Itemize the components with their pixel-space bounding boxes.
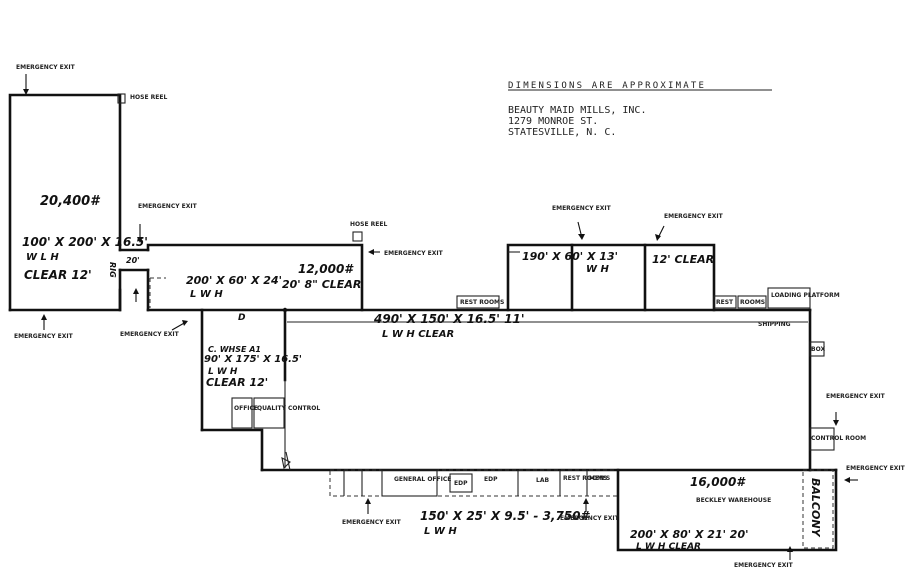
right-rest-label: REST bbox=[716, 299, 734, 306]
loading-platform-label: LOADING PLATFORM bbox=[771, 292, 840, 299]
exit-bottom-3: EMERGENCY EXIT bbox=[734, 562, 794, 569]
left-side-label: RIG bbox=[108, 262, 117, 278]
c-whse-clear: CLEAR 12' bbox=[206, 376, 268, 389]
beckley-dims-letters: L W H CLEAR bbox=[636, 542, 701, 552]
middle-building: HOSE REEL 200' X 60' X 24' L W H 12,000#… bbox=[146, 221, 387, 323]
edp1-label: EDP bbox=[454, 480, 468, 487]
bottom-offices: GENERAL OFFICE EDP EDP LAB REST ROOMS ME… bbox=[329, 469, 619, 537]
right-rooms-label: ROOMS bbox=[740, 299, 765, 306]
left-area-label: 20,400# bbox=[40, 194, 101, 209]
annex-dims-letters: W H bbox=[586, 264, 610, 275]
balcony-label: BALCONY bbox=[809, 478, 822, 538]
left-clear-label: CLEAR 12' bbox=[24, 268, 92, 282]
c-whse-dims-letters: L W H bbox=[208, 367, 238, 377]
exit-right: EMERGENCY EXIT bbox=[826, 393, 886, 400]
exit-bottom-2: EMERGENCY EXIT bbox=[560, 515, 620, 522]
left-dims-label: 100' X 200' X 16.5' bbox=[22, 235, 148, 249]
middle-hose-reel-label: HOSE REEL bbox=[350, 221, 387, 228]
left-dims-letters: W L H bbox=[26, 252, 59, 263]
company-street: 1279 MONROE ST. bbox=[508, 116, 598, 127]
exit-top-left: EMERGENCY EXIT bbox=[16, 64, 76, 71]
bottom-dims-letters: L W H bbox=[424, 526, 457, 537]
exit-middle-right: EMERGENCY EXIT bbox=[384, 250, 444, 257]
box-label: BOX bbox=[811, 346, 825, 353]
mens-label: MEN'S bbox=[589, 475, 610, 482]
middle-clear-label: 20' 8" CLEAR bbox=[282, 278, 361, 291]
general-office-label: GENERAL OFFICE bbox=[394, 476, 451, 483]
c-whse-dims: 90' X 175' X 16.5' bbox=[204, 354, 302, 365]
left-building: HOSE REEL 20,400# 100' X 200' X 16.5' W … bbox=[8, 93, 167, 312]
connector-corridor: 20' bbox=[118, 248, 166, 308]
middle-door-label: D bbox=[238, 313, 246, 323]
exit-middle-top: EMERGENCY EXIT bbox=[138, 203, 198, 210]
annex-dims-label: 190' X 60' X 13' bbox=[522, 250, 618, 263]
exit-annex-2: EMERGENCY EXIT bbox=[664, 213, 724, 220]
company-name: BEAUTY MAID MILLS, INC. bbox=[508, 105, 646, 116]
bottom-rest-rooms-label: REST ROOMS bbox=[563, 475, 607, 482]
main-rest-rooms-label: REST ROOMS bbox=[460, 299, 504, 306]
emergency-exits: EMERGENCY EXIT EMERGENCY EXIT EMERGENCY … bbox=[14, 64, 906, 569]
quality-control-label: QUALITY CONTROL bbox=[257, 405, 320, 412]
beckley-warehouse: 16,000# BECKLEY WAREHOUSE 200' X 80' X 2… bbox=[616, 468, 838, 552]
control-room-label: CONTROL ROOM bbox=[811, 435, 866, 442]
exit-left-bottom: EMERGENCY EXIT bbox=[14, 333, 74, 340]
office-label: OFFICE bbox=[234, 405, 258, 412]
c-whse-title: C. WHSE A1 bbox=[208, 345, 261, 354]
exit-far-right: EMERGENCY EXIT bbox=[846, 465, 906, 472]
middle-area-label: 12,000# bbox=[298, 262, 354, 276]
bottom-dims-label: 150' X 25' X 9.5' - 3,750# bbox=[420, 509, 591, 523]
left-hose-reel-label: HOSE REEL bbox=[130, 94, 167, 101]
edp2-label: EDP bbox=[484, 476, 498, 483]
company-city: STATESVILLE, N. C. bbox=[508, 127, 616, 138]
middle-dims-letters: L W H bbox=[190, 289, 223, 300]
main-building: 490' X 150' X 16.5' 11' L W H CLEAR SHIP… bbox=[283, 287, 866, 472]
main-dims-letters: L W H CLEAR bbox=[382, 329, 454, 340]
beckley-area-label: 16,000# bbox=[690, 475, 746, 489]
c-whse-building: C. WHSE A1 90' X 175' X 16.5' L W H CLEA… bbox=[200, 308, 812, 472]
dimensions-note: DIMENSIONS ARE APPROXIMATE bbox=[508, 81, 706, 91]
exit-annex-1: EMERGENCY EXIT bbox=[552, 205, 612, 212]
exit-bottom-1: EMERGENCY EXIT bbox=[342, 519, 402, 526]
shipping-label: SHIPPING bbox=[758, 321, 791, 328]
lab-label: LAB bbox=[536, 477, 549, 484]
beckley-dims-label: 200' X 80' X 21' 20' bbox=[630, 528, 748, 541]
upper-annex: 190' X 60' X 13' W H 12' CLEAR bbox=[506, 243, 716, 312]
annex-clear-label: 12' CLEAR bbox=[652, 253, 714, 266]
middle-dims-label: 200' X 60' X 24' bbox=[186, 274, 282, 287]
beckley-name-label: BECKLEY WAREHOUSE bbox=[696, 497, 771, 504]
main-dims-label: 490' X 150' X 16.5' 11' bbox=[373, 312, 525, 326]
exit-left-mid: EMERGENCY EXIT bbox=[120, 331, 180, 338]
connector-width-label: 20' bbox=[126, 256, 140, 265]
